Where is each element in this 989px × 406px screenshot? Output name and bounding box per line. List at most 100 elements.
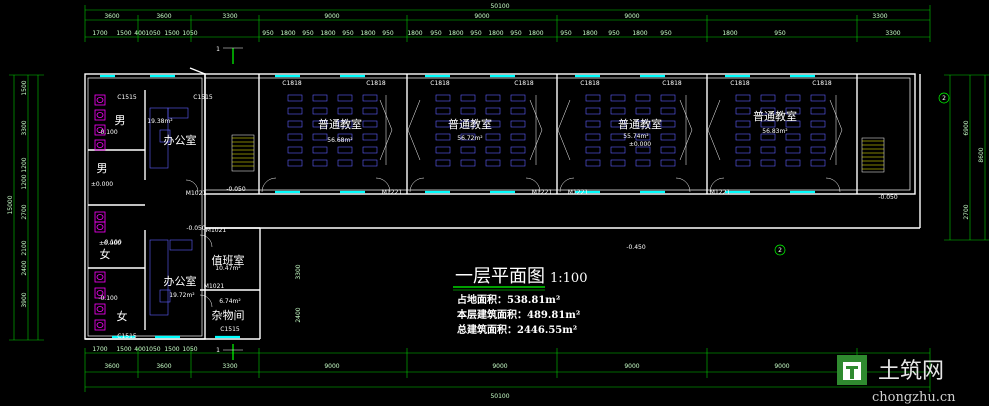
- window-label: C1818: [730, 80, 750, 87]
- top-sub-dim: 950: [660, 30, 672, 37]
- desk: [485, 120, 501, 128]
- bottom-sub-dim: 1050: [182, 346, 197, 353]
- top-dim: 3300: [222, 13, 237, 20]
- right-dim: 2700: [963, 204, 970, 219]
- desk: [337, 133, 353, 141]
- toilet-stall: [94, 139, 106, 151]
- top-sub-dim: 950: [560, 30, 572, 37]
- toilet-bowl: [96, 127, 104, 133]
- desk: [337, 107, 353, 115]
- desk: [287, 133, 303, 141]
- desk: [287, 94, 303, 102]
- top-sub-dim: 950: [510, 30, 522, 37]
- desk: [660, 107, 676, 115]
- desk: [760, 94, 776, 102]
- desk: [510, 120, 526, 128]
- desk: [635, 107, 651, 115]
- bottom-dim: 9000: [624, 363, 639, 370]
- bottom-sub-dim: 1500: [164, 346, 179, 353]
- elevation-mark: -0.050: [878, 194, 898, 201]
- men-toilet-label: 男: [115, 114, 126, 127]
- desk: [312, 107, 328, 115]
- top-dim: 9000: [624, 13, 639, 20]
- elevation-mark: -0.100: [98, 129, 118, 136]
- desk: [735, 133, 751, 141]
- toilet-bowl: [96, 274, 104, 280]
- desk: [660, 120, 676, 128]
- top-sub-dim: 1800: [722, 30, 737, 37]
- desk: [312, 159, 328, 167]
- desk: [760, 159, 776, 167]
- duty-room-area: 10.47m²: [215, 265, 241, 272]
- window-label: C1515: [220, 326, 240, 333]
- desk: [810, 133, 826, 141]
- desk: [312, 94, 328, 102]
- desk: [460, 133, 476, 141]
- desk: [760, 133, 776, 141]
- door-label: M1221: [710, 189, 731, 196]
- toilet-bowl: [96, 142, 104, 148]
- toilet-bowl: [96, 214, 104, 220]
- top-sub-dim: 1800: [320, 30, 335, 37]
- window-label: C1818: [430, 80, 450, 87]
- desk: [337, 120, 353, 128]
- desk: [585, 120, 601, 128]
- desk: [485, 107, 501, 115]
- desk: [735, 146, 751, 154]
- inner-dim: 2400: [295, 307, 302, 322]
- door-label: M1021: [206, 227, 227, 234]
- toilet-stall: [94, 109, 106, 121]
- desk: [610, 94, 626, 102]
- classroom-2-label: 普通教室: [448, 117, 492, 131]
- top-sub-dim: 950: [382, 30, 394, 37]
- toilet-bowl: [96, 290, 104, 296]
- window-label: C1818: [366, 80, 386, 87]
- desk: [337, 94, 353, 102]
- desk: [810, 120, 826, 128]
- desk: [485, 94, 501, 102]
- office-1-area: 19.38m²: [147, 118, 173, 125]
- desk: [635, 133, 651, 141]
- desk: [610, 146, 626, 154]
- desk: [510, 133, 526, 141]
- desk: [785, 107, 801, 115]
- toilet-bowl: [96, 97, 104, 103]
- bottom-dim: 3600: [156, 363, 171, 370]
- desk: [312, 133, 328, 141]
- women-toilet-2-label: 女: [117, 309, 128, 323]
- top-sub-dim: 950: [342, 30, 354, 37]
- top-sub-dim: 1800: [632, 30, 647, 37]
- desk: [585, 107, 601, 115]
- desk: [735, 120, 751, 128]
- desk: [760, 146, 776, 154]
- top-sub-dim: 1800: [528, 30, 543, 37]
- walls: [84, 67, 921, 340]
- bottom-sub-dim: 1500: [116, 346, 131, 353]
- desk: [810, 94, 826, 102]
- desk: [635, 94, 651, 102]
- desk: [362, 120, 378, 128]
- window-label: C1818: [580, 80, 600, 87]
- bottom-dim: 3600: [104, 363, 119, 370]
- drawing-title: 一层平面图: [455, 266, 545, 287]
- door-swings: [185, 177, 841, 308]
- desk: [287, 107, 303, 115]
- desk: [585, 133, 601, 141]
- top-sub-dim: 1800: [488, 30, 503, 37]
- top-sub-dim: 1050: [182, 30, 197, 37]
- top-sub-dim: 950: [302, 30, 314, 37]
- desk: [362, 159, 378, 167]
- toilet-stall: [94, 319, 106, 331]
- classroom-1-area: 56.68m²: [327, 137, 353, 144]
- top-sub-dim: 1800: [360, 30, 375, 37]
- desk: [460, 146, 476, 154]
- women-toilet-label: 女: [100, 247, 111, 261]
- desk: [810, 107, 826, 115]
- desk: [635, 159, 651, 167]
- left-dim: 1200: [21, 174, 28, 189]
- toilet-stall: [94, 287, 106, 299]
- left-dim: 1500: [21, 80, 28, 95]
- office-2-label: 办公室: [164, 274, 197, 288]
- toilet-bowl: [96, 224, 104, 230]
- door-label: M1021: [204, 283, 225, 290]
